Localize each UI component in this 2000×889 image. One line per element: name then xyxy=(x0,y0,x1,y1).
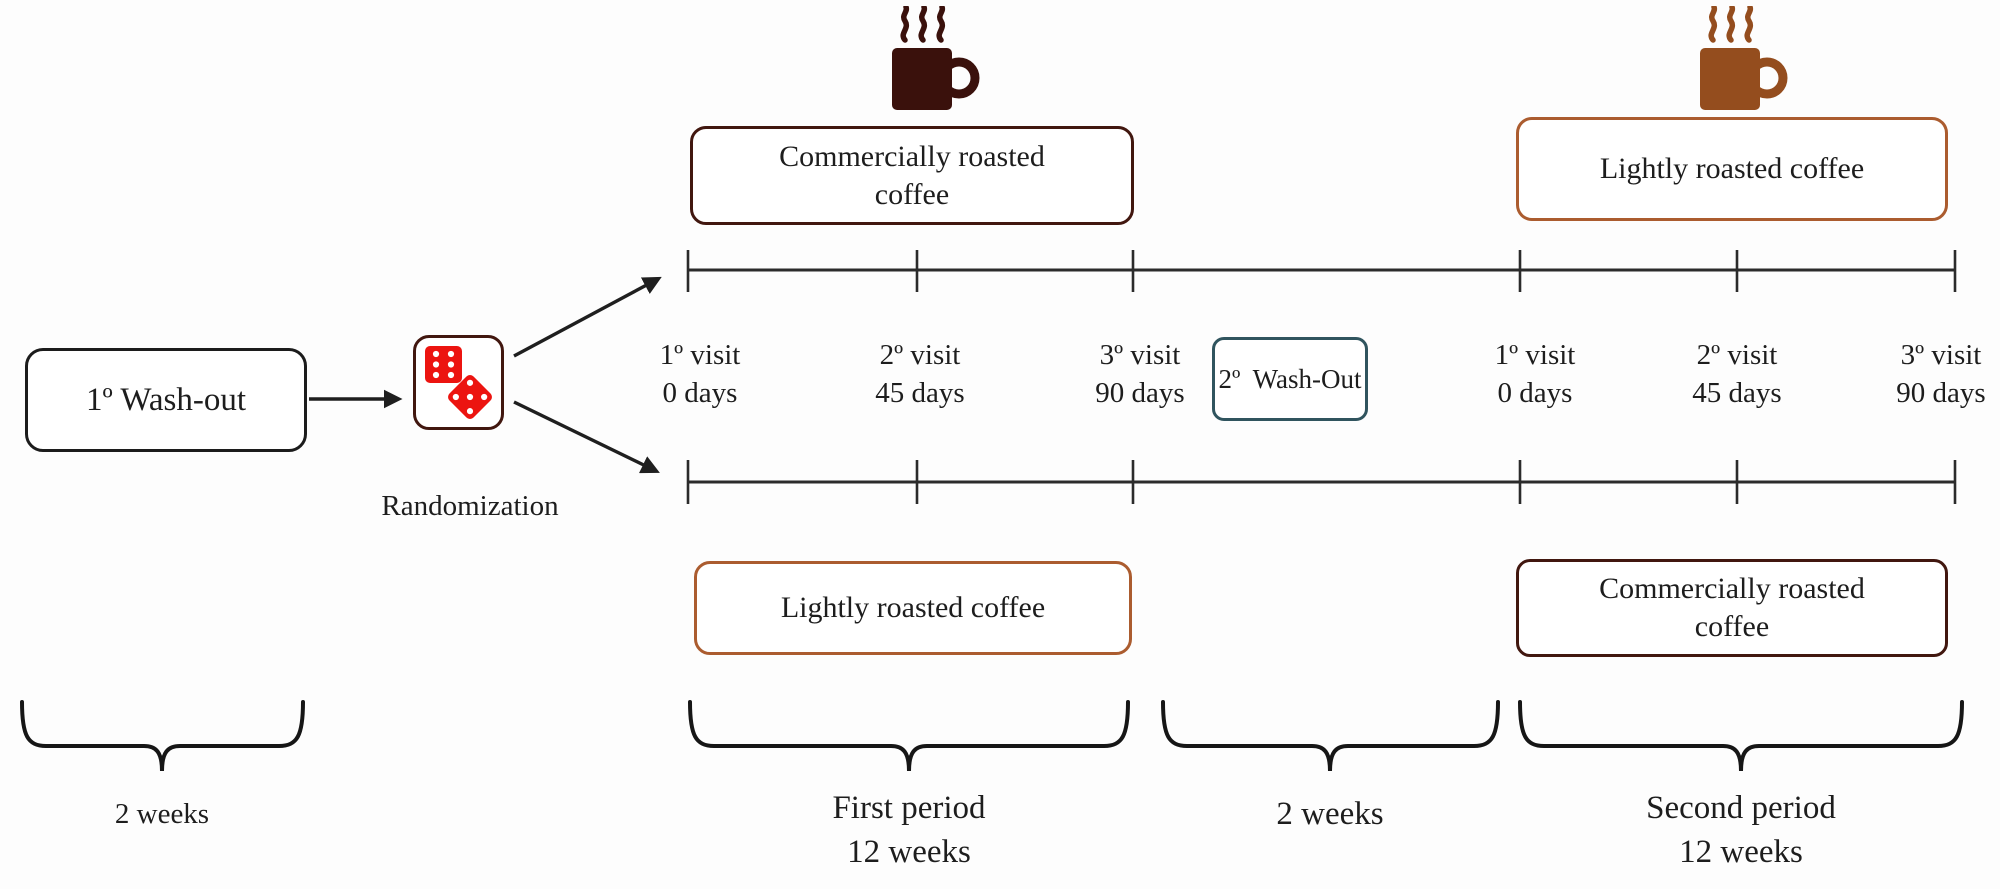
flow-arrows xyxy=(309,276,662,474)
visit-day: 45 days xyxy=(1692,377,1782,409)
top-arm-period2-box: Lightly roasted coffee xyxy=(1516,117,1948,221)
dark-roast-coffee-mug-icon xyxy=(874,4,984,114)
visit-title: 2º visit xyxy=(879,339,961,371)
steam-icon xyxy=(900,4,946,43)
randomization-to-top-arm-arrow xyxy=(513,276,662,358)
top-arm-timeline xyxy=(686,250,1957,292)
second-washout-label: 2º Wash-Out xyxy=(1218,364,1362,394)
steam-icon xyxy=(1708,4,1754,43)
visit-label-period2-3: 3º visit 90 days xyxy=(1851,336,2000,412)
bottom-arm-period2-label: Commercially roasted coffee xyxy=(1599,572,1865,643)
duration-braces xyxy=(20,700,1964,772)
brace-second-period xyxy=(1518,700,1964,772)
bottom-arm-period1-label: Lightly roasted coffee xyxy=(780,591,1046,624)
randomization-to-bottom-arm-arrow xyxy=(513,400,660,474)
visit-day: 90 days xyxy=(1896,377,1986,409)
visit-label-period1-1: 1º visit 0 days xyxy=(610,336,790,412)
visit-title: 1º visit xyxy=(659,339,741,371)
bottom-arm-period1-box: Lightly roasted coffee xyxy=(694,561,1132,655)
washout2-duration-label: 2 weeks xyxy=(1276,796,1384,832)
first-period-duration-label: First period 12 weeks xyxy=(832,790,986,870)
light-roast-coffee-mug-icon xyxy=(1682,4,1792,114)
first-washout-box: 1º Wash-out xyxy=(25,348,307,452)
top-arm-period2-label: Lightly roasted coffee xyxy=(1599,152,1865,185)
brace-first-period xyxy=(688,700,1130,772)
second-period-duration-label: Second period 12 weeks xyxy=(1646,790,1836,870)
visit-label-period2-2: 2º visit 45 days xyxy=(1647,336,1827,412)
top-arm-visit-ticks xyxy=(686,250,1957,292)
visit-title: 3º visit xyxy=(1900,339,1982,371)
bottom-arm-visit-ticks xyxy=(686,460,1957,504)
brace-washout1 xyxy=(20,700,305,772)
visit-title: 1º visit xyxy=(1494,339,1576,371)
first-washout-label: 1º Wash-out xyxy=(85,382,247,418)
visit-label-period1-3: 3º visit 90 days xyxy=(1050,336,1230,412)
visit-label-period1-2: 2º visit 45 days xyxy=(830,336,1010,412)
washout1-duration-label: 2 weeks xyxy=(114,798,210,830)
bottom-arm-period2-box: Commercially roasted coffee xyxy=(1516,559,1948,657)
randomization-box xyxy=(413,335,504,430)
top-arm-period1-label: Commercially roasted coffee xyxy=(779,139,1045,211)
visit-day: 90 days xyxy=(1095,377,1185,409)
visit-day: 45 days xyxy=(875,377,965,409)
visit-label-period2-1: 1º visit 0 days xyxy=(1445,336,1625,412)
bottom-arm-timeline xyxy=(686,460,1957,504)
second-washout-box: 2º Wash-Out xyxy=(1212,337,1368,421)
visit-title: 2º visit xyxy=(1696,339,1778,371)
visit-day: 0 days xyxy=(1497,377,1573,409)
visit-day: 0 days xyxy=(662,377,738,409)
top-arm-period1-box: Commercially roasted coffee xyxy=(690,126,1134,225)
randomization-label: Randomization xyxy=(381,490,559,522)
brace-washout2 xyxy=(1161,700,1500,772)
dice-icon xyxy=(424,345,492,419)
visit-title: 3º visit xyxy=(1099,339,1181,371)
